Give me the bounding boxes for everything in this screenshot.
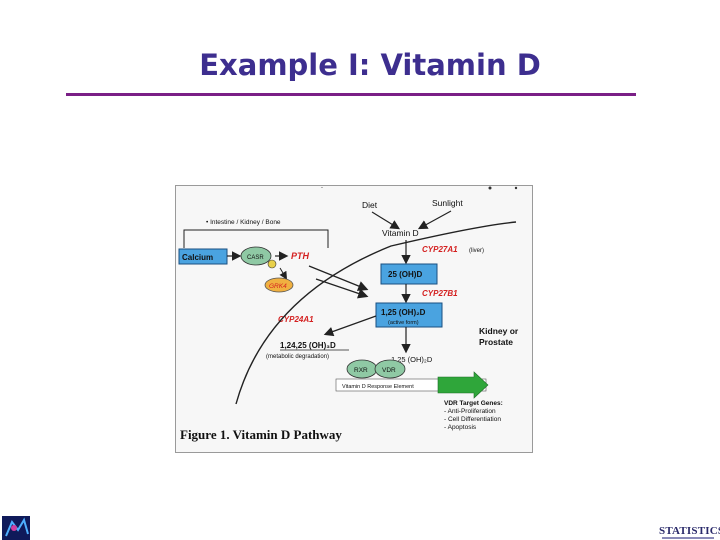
kidney-label: Kidney or <box>479 326 519 336</box>
liver-label: (liver) <box>469 248 484 254</box>
cyp27a1-label: CYP27A1 <box>422 245 458 254</box>
oh125-to-oh12425-arrow <box>323 315 377 337</box>
metabolic-label: (metabolic degradation) <box>266 354 329 360</box>
oh125-nuclear-label: 1,25 (OH)₂D <box>391 355 433 364</box>
figure-caption: Figure 1. Vitamin D Pathway <box>180 427 342 442</box>
casr-ligand <box>267 259 277 269</box>
transcription-arrow <box>437 371 489 399</box>
pth-label: PTH <box>291 251 310 261</box>
target-gene-2: - Cell Differentiation <box>444 416 501 423</box>
oh12425-label: 1,24,25 (OH)₃D <box>280 341 336 350</box>
cyp27b1-label: CYP27B1 <box>422 289 458 298</box>
casr-label: CASR <box>247 255 264 261</box>
response-element-label: Vitamin D Response Element <box>342 384 414 390</box>
speck-dot <box>514 186 518 190</box>
statistics-logo: STATISTICS <box>659 525 720 537</box>
casr-oval <box>240 246 272 266</box>
grk4-link <box>279 267 288 280</box>
diet-arrow <box>371 211 401 230</box>
vitamin-d-pathway-figure: ˇ Diet Sunlight • Intestine / Kidney / B… <box>175 185 533 453</box>
cell-membrane-arc <box>235 221 517 405</box>
tissue-bracket <box>183 229 329 248</box>
oh25-label: 25 (OH)D <box>388 270 422 279</box>
rxr-label: RXR <box>354 367 368 374</box>
sunlight-arrow <box>417 210 452 230</box>
title-underline <box>66 93 636 96</box>
pth-effect-arrow <box>308 265 369 291</box>
sunlight-label: Sunlight <box>432 198 463 208</box>
target-gene-3: - Apoptosis <box>444 424 477 431</box>
speck: ˇ <box>321 188 323 194</box>
oh25-box <box>380 263 438 285</box>
active-form-label: (active form) <box>388 320 419 326</box>
target-gene-1: - Anti-Proliferation <box>444 408 496 415</box>
vitamin-d-label: Vitamin D <box>382 228 419 238</box>
cyp24a1-label: CYP24A1 <box>278 315 314 324</box>
pathway-diagram: ˇ Diet Sunlight • Intestine / Kidney / B… <box>178 186 519 442</box>
vdr-label: VDR <box>382 367 396 374</box>
target-genes-title: VDR Target Genes: <box>444 400 503 407</box>
oh125-label: 1,25 (OH)₂D <box>381 308 426 317</box>
grk4-label: GRK4 <box>269 283 287 290</box>
slide-title: Example I: Vitamin D <box>199 48 541 82</box>
calcium-label: Calcium <box>182 253 213 262</box>
oh125-box <box>375 302 443 328</box>
speck-dot <box>488 186 492 190</box>
vdr-oval <box>374 359 406 379</box>
logo-underline <box>662 537 714 539</box>
grk4-oval <box>264 277 294 293</box>
corner-graphic-icon <box>2 516 30 540</box>
tissue-label: • Intestine / Kidney / Bone <box>206 219 281 226</box>
prostate-label: Prostate <box>479 337 513 347</box>
diet-label: Diet <box>362 200 378 210</box>
